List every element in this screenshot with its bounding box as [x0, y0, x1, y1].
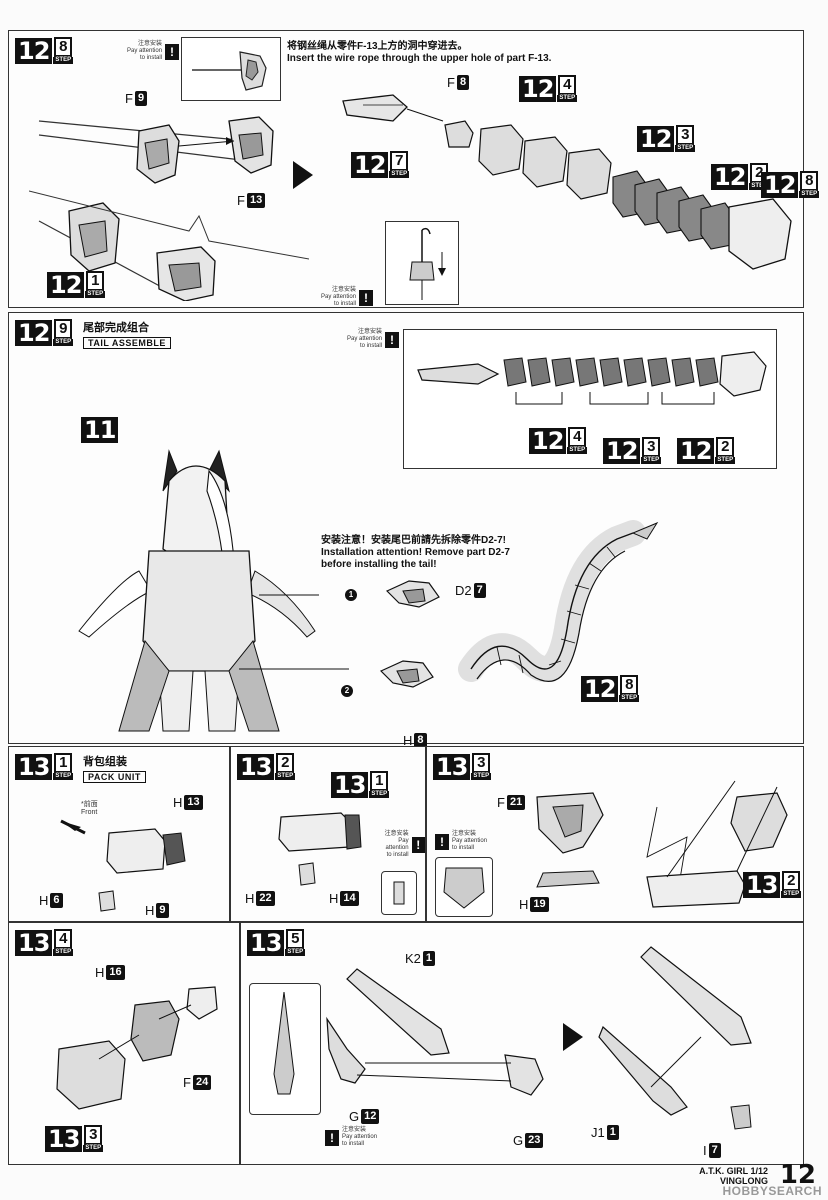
exclamation-icon: !: [325, 1129, 339, 1146]
blade-assembly-drawing: [326, 968, 544, 1096]
pack-assembled-drawing: [646, 780, 788, 908]
pack-side-drawing: [278, 812, 362, 886]
product-name: A.T.K. GIRL 1/12 VINGLONG: [699, 1166, 768, 1186]
wire-assembly-drawing: [29, 116, 309, 301]
pin-detail-inset: [381, 871, 417, 915]
wire-through-part-detail: [192, 51, 267, 91]
callout-1: 1: [345, 589, 357, 601]
watermark: HOBBYSEARCH: [722, 1184, 822, 1198]
tail-segments-drawing: [342, 94, 792, 270]
blade-final-drawing: [598, 946, 752, 1130]
blade-detail-inset: [249, 983, 321, 1115]
pack-unit-drawing: [60, 819, 186, 912]
part-h8-drawing: [379, 660, 434, 688]
step-13-1-title: 背包组装 PACK UNIT: [83, 753, 146, 783]
step-badge-11: 11: [81, 417, 119, 443]
detail-inset-box: [181, 37, 281, 101]
tail-complete-inset: [403, 329, 777, 469]
exclamation-icon: !: [165, 43, 180, 60]
next-arrow-2: [563, 1023, 583, 1051]
figure-body-drawing: [78, 449, 349, 732]
armor-plate-drawing: [536, 792, 604, 888]
assembled-pack-inset: [435, 857, 493, 917]
step-12-9-title: 尾部完成组合 TAIL ASSEMBLE: [83, 319, 171, 349]
next-arrow: [293, 161, 313, 189]
tail-curved-drawing: [458, 520, 659, 682]
step-12-9-warning: 安装注意！安装尾巴前請先拆除零件D2-7! Installation atten…: [321, 535, 510, 570]
exclamation-icon: !: [435, 833, 449, 850]
exclamation-icon: !: [359, 289, 374, 306]
wire-hook-detail: [409, 227, 446, 300]
page-number: 12: [779, 1160, 816, 1190]
part-d2-7-drawing: [385, 580, 440, 608]
callout-2: 2: [341, 685, 353, 697]
shoulder-assembly-drawing: [56, 986, 218, 1110]
tail-complete-drawing: [417, 351, 767, 405]
exclamation-icon: !: [385, 331, 400, 348]
hook-detail-inset: [385, 221, 459, 305]
exclamation-icon: !: [411, 837, 425, 853]
step-12-8-instruction: 将钢丝绳从零件F-13上方的洞中穿进去。 Insert the wire rop…: [287, 41, 552, 64]
